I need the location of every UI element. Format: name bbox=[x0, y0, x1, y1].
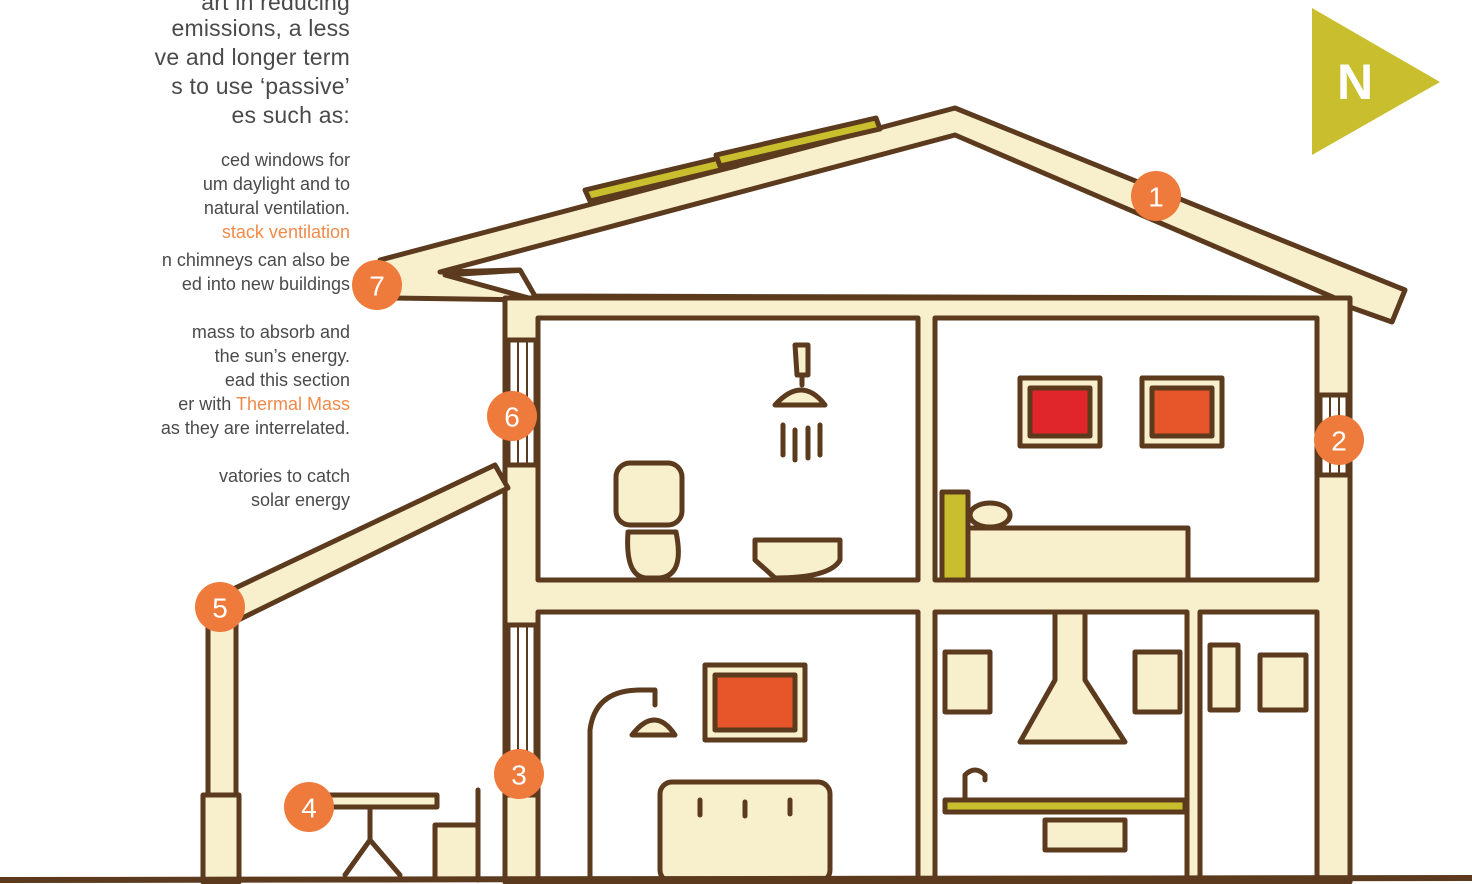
bath bbox=[755, 540, 840, 578]
pillow bbox=[970, 503, 1010, 527]
svg-text:6: 6 bbox=[504, 402, 520, 433]
svg-text:7: 7 bbox=[369, 271, 385, 302]
marker-5[interactable]: 5 bbox=[195, 582, 245, 632]
svg-text:1: 1 bbox=[1148, 182, 1164, 213]
marker-1[interactable]: 1 bbox=[1131, 171, 1181, 221]
compass-arrow: N bbox=[1312, 8, 1440, 155]
svg-text:4: 4 bbox=[301, 793, 317, 824]
cabinet bbox=[1135, 652, 1180, 712]
marker-4[interactable]: 4 bbox=[284, 782, 334, 832]
counter bbox=[945, 800, 1185, 812]
bathroom bbox=[538, 318, 918, 580]
outdoor-chair bbox=[435, 790, 478, 880]
svg-text:5: 5 bbox=[212, 593, 228, 624]
utility-cabinet bbox=[1210, 645, 1238, 710]
marker-3[interactable]: 3 bbox=[494, 749, 544, 799]
bed-headboard bbox=[942, 492, 968, 580]
painting bbox=[715, 675, 795, 730]
svg-text:2: 2 bbox=[1331, 426, 1347, 457]
svg-text:3: 3 bbox=[511, 760, 527, 791]
sofa bbox=[660, 782, 830, 882]
bed bbox=[968, 528, 1188, 580]
marker-6[interactable]: 6 bbox=[487, 391, 537, 441]
toilet-cistern bbox=[616, 463, 682, 525]
ground-line bbox=[0, 878, 1472, 880]
marker-2[interactable]: 2 bbox=[1314, 415, 1364, 465]
toilet-bowl bbox=[628, 532, 679, 578]
outdoor-table bbox=[325, 795, 437, 807]
painting bbox=[1152, 388, 1212, 436]
compass-label: N bbox=[1337, 54, 1373, 110]
cabinet bbox=[945, 652, 990, 712]
pergola-beam bbox=[210, 465, 508, 625]
painting bbox=[1030, 388, 1090, 436]
marker-7[interactable]: 7 bbox=[352, 260, 402, 310]
